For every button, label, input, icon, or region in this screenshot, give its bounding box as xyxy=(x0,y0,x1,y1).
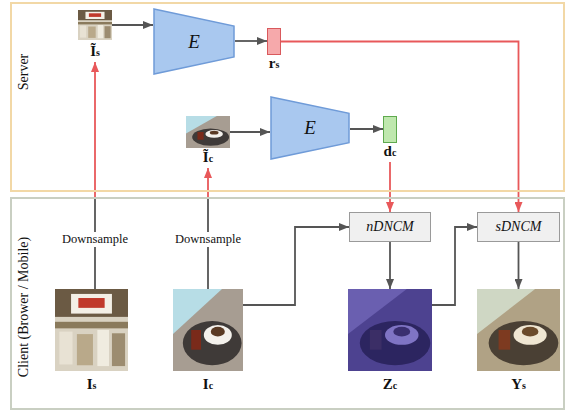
server-region: ServerĨsErsĨcEdc xyxy=(10,2,565,192)
connector-line xyxy=(112,24,153,26)
client-region: Client (Brower / Mobile) nDNCM sDNCM Is Ic Zc… xyxy=(10,197,565,410)
encoder: E xyxy=(153,8,235,75)
connector xyxy=(208,168,209,289)
shop-image xyxy=(55,289,128,371)
connector-line xyxy=(350,128,383,130)
process-label: sDNCM xyxy=(478,213,559,241)
process-label: nDNCM xyxy=(350,213,430,241)
connector xyxy=(390,162,391,212)
input-image: Is xyxy=(55,289,128,395)
output-image: Ys xyxy=(477,289,560,395)
connector-line xyxy=(207,168,209,197)
connector xyxy=(230,132,270,133)
connector-line xyxy=(432,227,477,305)
normalized-image xyxy=(348,289,432,371)
connector-line xyxy=(243,227,349,305)
process-box: nDNCM xyxy=(349,212,431,242)
region-label: Client (Brower / Mobile) xyxy=(16,237,32,377)
vector-bar xyxy=(267,28,281,55)
content-image xyxy=(173,289,243,371)
symbol-label: Is xyxy=(55,375,128,395)
symbol-label: rs xyxy=(264,54,284,74)
stylized-image xyxy=(477,289,560,371)
encoder-label: E xyxy=(153,8,235,75)
connector-line xyxy=(235,40,267,42)
symbol-label: Ic xyxy=(173,375,243,395)
connector-line xyxy=(518,242,520,289)
connector xyxy=(390,242,391,289)
connector-line xyxy=(230,131,270,133)
connector xyxy=(95,62,96,289)
symbol-label: Ĩs xyxy=(78,42,112,62)
encoder-label: E xyxy=(270,96,350,160)
coffee-thumb xyxy=(186,116,230,148)
symbol-label: Zc xyxy=(348,375,432,395)
edge-label: Downsample xyxy=(60,232,130,247)
thumbnail-image: Ĩc xyxy=(186,116,230,168)
edge-label: Downsample xyxy=(173,232,243,247)
connector xyxy=(518,242,519,289)
connector xyxy=(432,227,477,305)
symbol-label: Ys xyxy=(477,375,560,395)
connector xyxy=(112,25,153,26)
style-vector: rs xyxy=(264,28,284,74)
thumbnail-image: Ĩs xyxy=(78,10,112,62)
connector xyxy=(350,129,383,130)
connector xyxy=(235,41,267,42)
process-box: sDNCM xyxy=(477,212,560,242)
connector xyxy=(243,227,349,305)
connector-line xyxy=(94,62,96,197)
encoder: E xyxy=(270,96,350,160)
output-image: Zc xyxy=(348,289,432,395)
connector-line xyxy=(389,242,391,289)
symbol-label: Ĩc xyxy=(186,148,230,168)
connector-line xyxy=(389,162,391,212)
symbol-label: dc xyxy=(380,142,400,162)
shop-thumb xyxy=(78,10,112,40)
region-label: Server xyxy=(16,54,32,91)
content-vector: dc xyxy=(380,116,400,162)
vector-bar xyxy=(383,116,397,143)
input-image: Ic xyxy=(173,289,243,395)
